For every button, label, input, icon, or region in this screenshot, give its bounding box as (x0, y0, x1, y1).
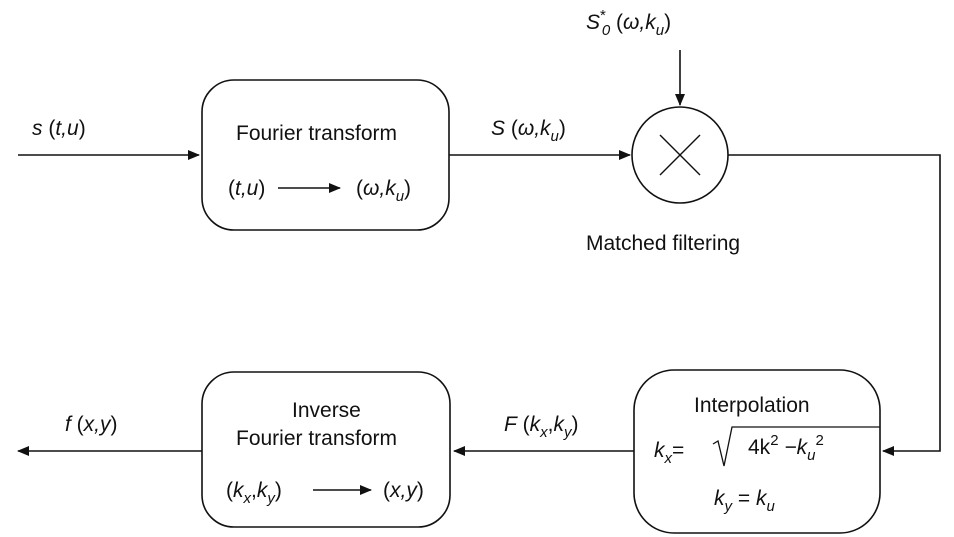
inverse-block-to: (x,y) (383, 479, 424, 502)
matched-filtering-caption: Matched filtering (586, 232, 741, 255)
fourier-transform-block (201, 79, 450, 231)
inverse-block-title-line2: Fourier transform (236, 427, 398, 450)
mixer-to-interpolation-path (728, 154, 941, 456)
kx-equation-lhs: kx= (654, 439, 685, 467)
fourier-block-from: (t,u) (228, 177, 266, 200)
spectrum-label: S (ω,ku) (491, 117, 566, 145)
fourier-block-title: Fourier transform (236, 122, 398, 145)
ky-equation: ky = ku (714, 487, 775, 515)
inverse-block-title-line1: Inverse (292, 399, 361, 422)
wavenumber-spectrum-label: F (kx,ky) (504, 413, 579, 441)
reference-label: S*0 (ω,ku) (586, 7, 672, 39)
mixer-cross-b (659, 134, 701, 176)
fourier-block-to: (ω,ku) (356, 177, 412, 205)
interpolation-block-title: Interpolation (694, 394, 810, 417)
kx-radicand: 4k2 −ku2 (748, 432, 824, 464)
output-signal-label: f (x,y) (65, 413, 118, 436)
input-signal-label: s (t,u) (32, 117, 86, 140)
inverse-fourier-block (201, 371, 451, 528)
square-root-sign (712, 426, 880, 467)
inverse-block-from: (kx,ky) (226, 479, 282, 507)
